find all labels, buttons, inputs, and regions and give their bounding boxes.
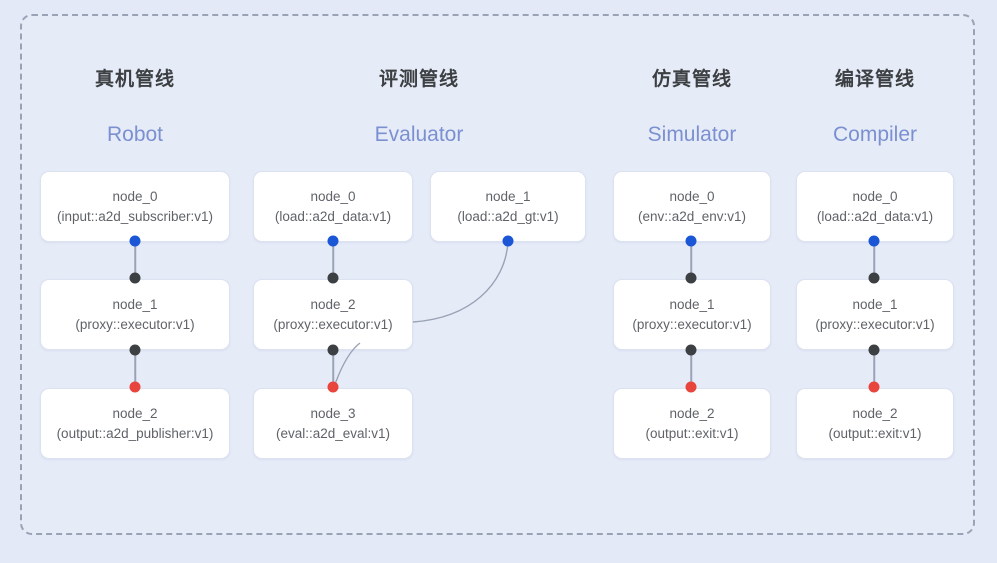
node-name: node_1: [852, 296, 898, 312]
edge-robot-0-1: [134, 241, 136, 278]
port-compiler-1-output[interactable]: [868, 344, 880, 356]
node-spec: (eval::a2d_eval:v1): [275, 425, 391, 441]
node-name: node_0: [852, 188, 898, 204]
node-spec: (load::a2d_data:v1): [274, 208, 392, 224]
column-title-robot: 真机管线: [94, 69, 175, 90]
node-spec: (proxy::executor:v1): [632, 316, 752, 332]
node-evaluator-1[interactable]: node_1 (load::a2d_gt:v1): [430, 171, 586, 242]
edge-compiler-0-1: [873, 241, 875, 278]
node-compiler-0[interactable]: node_0 (load::a2d_data:v1): [796, 171, 954, 242]
node-robot-2[interactable]: node_2 (output::a2d_publisher:v1): [40, 388, 230, 459]
port-simulator-2-input[interactable]: [685, 381, 697, 393]
port-evaluator-2-input[interactable]: [327, 272, 339, 284]
node-simulator-2[interactable]: node_2 (output::exit:v1): [613, 388, 771, 459]
port-evaluator-1-output[interactable]: [502, 235, 514, 247]
port-simulator-0-output[interactable]: [685, 235, 697, 247]
node-simulator-0[interactable]: node_0 (env::a2d_env:v1): [613, 171, 771, 242]
column-title-simulator: 仿真管线: [651, 69, 732, 90]
node-evaluator-3[interactable]: node_3 (eval::a2d_eval:v1): [253, 388, 413, 459]
port-robot-0-output[interactable]: [129, 235, 141, 247]
node-spec: (proxy::executor:v1): [815, 316, 935, 332]
port-robot-1-output[interactable]: [129, 344, 141, 356]
column-title-evaluator: 评测管线: [378, 69, 459, 90]
edge-simulator-1-2: [690, 350, 692, 387]
edge-robot-1-2: [134, 350, 136, 387]
edge-compiler-1-2: [873, 350, 875, 387]
node-name: node_3: [310, 405, 356, 421]
node-spec: (output::exit:v1): [645, 425, 739, 441]
node-name: node_1: [669, 296, 715, 312]
port-compiler-1-input[interactable]: [868, 272, 880, 284]
node-spec: (load::a2d_gt:v1): [457, 208, 559, 224]
node-spec: (output::a2d_publisher:v1): [56, 425, 214, 441]
node-spec: (env::a2d_env:v1): [637, 208, 747, 224]
node-compiler-2[interactable]: node_2 (output::exit:v1): [796, 388, 954, 459]
port-robot-2-input[interactable]: [129, 381, 141, 393]
node-spec: (load::a2d_data:v1): [816, 208, 934, 224]
port-evaluator-0-output[interactable]: [327, 235, 339, 247]
column-subtitle-compiler: Compiler: [832, 123, 918, 146]
node-name: node_2: [310, 296, 356, 312]
node-name: node_2: [852, 405, 898, 421]
edge-evaluator-0-2: [332, 241, 334, 278]
column-title-compiler: 编译管线: [834, 69, 915, 90]
node-compiler-1[interactable]: node_1 (proxy::executor:v1): [796, 279, 954, 350]
node-spec: (proxy::executor:v1): [273, 316, 393, 332]
port-compiler-0-output[interactable]: [868, 235, 880, 247]
node-evaluator-0[interactable]: node_0 (load::a2d_data:v1): [253, 171, 413, 242]
port-compiler-2-input[interactable]: [868, 381, 880, 393]
node-name: node_0: [112, 188, 158, 204]
node-robot-1[interactable]: node_1 (proxy::executor:v1): [40, 279, 230, 350]
node-spec: (proxy::executor:v1): [75, 316, 195, 332]
port-robot-1-input[interactable]: [129, 272, 141, 284]
edge-evaluator-2-3: [332, 350, 334, 387]
port-evaluator-2-output[interactable]: [327, 344, 339, 356]
port-simulator-1-output[interactable]: [685, 344, 697, 356]
node-robot-0[interactable]: node_0 (input::a2d_subscriber:v1): [40, 171, 230, 242]
column-subtitle-evaluator: Evaluator: [374, 123, 464, 146]
node-simulator-1[interactable]: node_1 (proxy::executor:v1): [613, 279, 771, 350]
node-spec: (output::exit:v1): [828, 425, 922, 441]
column-subtitle-simulator: Simulator: [647, 123, 737, 146]
node-name: node_0: [310, 188, 356, 204]
node-evaluator-2[interactable]: node_2 (proxy::executor:v1): [253, 279, 413, 350]
node-name: node_0: [669, 188, 715, 204]
node-name: node_2: [112, 405, 158, 421]
node-name: node_1: [485, 188, 531, 204]
node-name: node_1: [112, 296, 158, 312]
port-simulator-1-input[interactable]: [685, 272, 697, 284]
node-name: node_2: [669, 405, 715, 421]
column-subtitle-robot: Robot: [106, 123, 164, 146]
node-spec: (input::a2d_subscriber:v1): [56, 208, 214, 224]
port-evaluator-3-input[interactable]: [327, 381, 339, 393]
edge-simulator-0-1: [690, 241, 692, 278]
